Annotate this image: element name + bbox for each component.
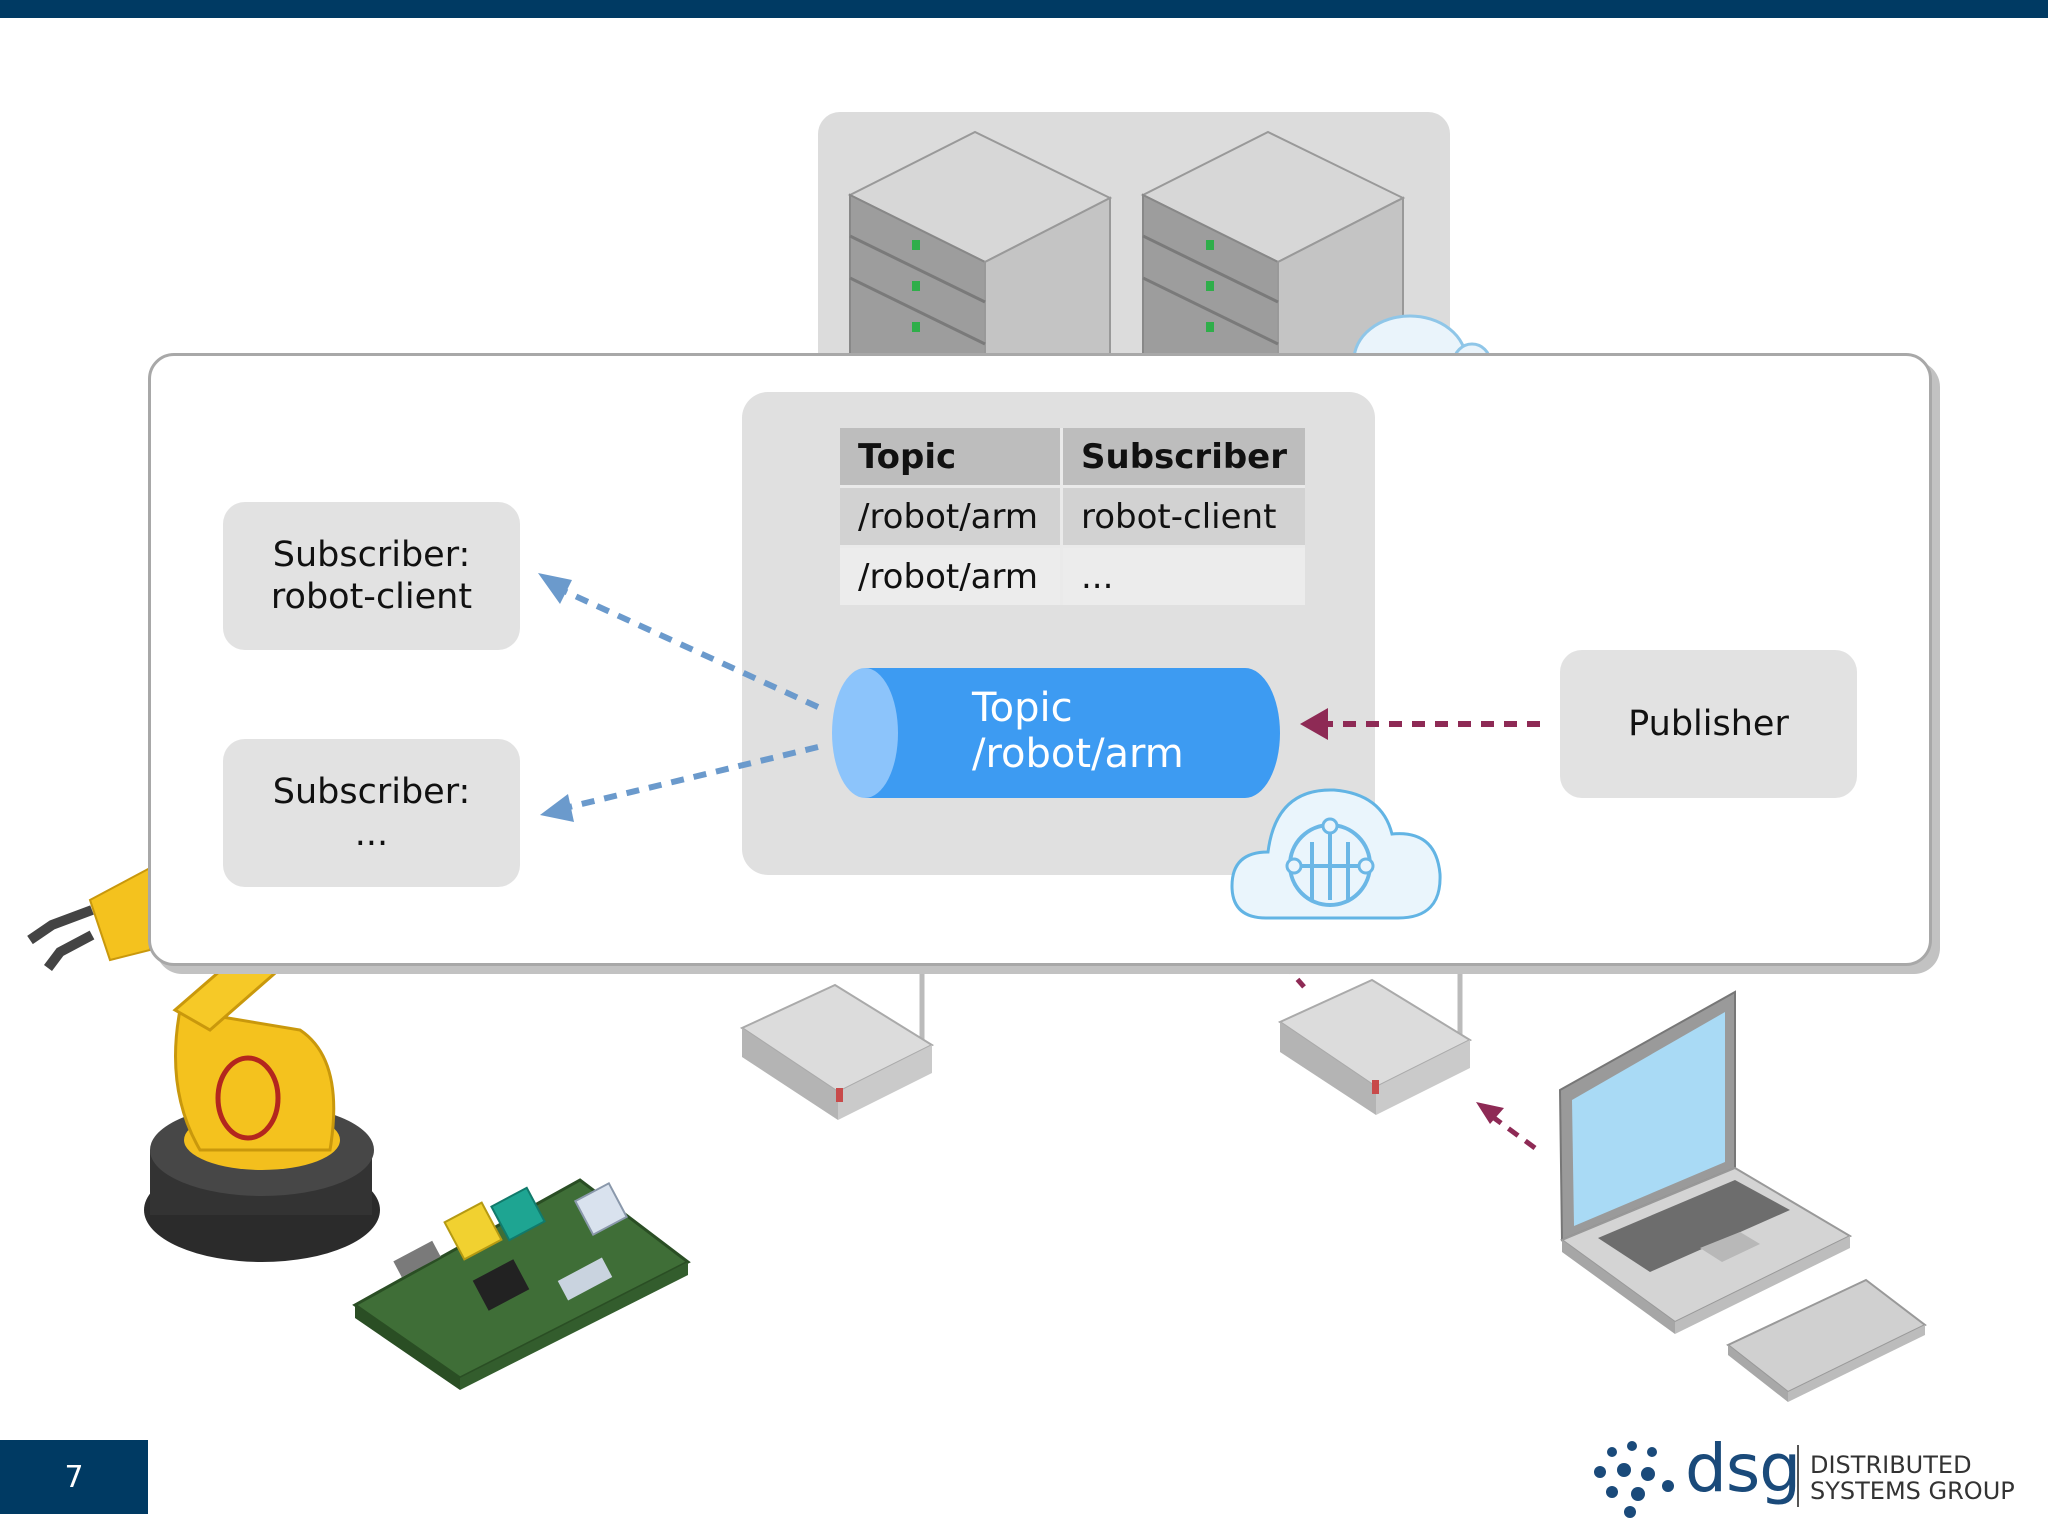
table-header-row: Topic Subscriber (840, 428, 1306, 487)
circuit-board-icon (352, 1178, 691, 1390)
logo-subtitle: DISTRIBUTED SYSTEMS GROUP (1810, 1452, 2015, 1504)
arrow-head (1300, 708, 1328, 740)
laptop-arrow-line (1488, 1112, 1537, 1151)
topic-queue-cylinder (832, 668, 1280, 798)
page-number: 7 (0, 1440, 148, 1514)
topic-label-line: Topic (972, 685, 1073, 731)
arrow-head (540, 794, 574, 822)
table-cell: /robot/arm (840, 545, 1063, 605)
router-icon (739, 960, 935, 1120)
publisher-node: Publisher (1560, 650, 1857, 798)
table-cell: /robot/arm (840, 485, 1063, 547)
topic-label-line: /robot/arm (972, 731, 1184, 777)
device-icon (1726, 1278, 1927, 1402)
table-cell: ... (1061, 545, 1306, 605)
logo-mark: dsg (1685, 1430, 1801, 1507)
table-row: /robot/arm ... (840, 545, 1306, 605)
arrow-head (538, 573, 572, 604)
node-label: Publisher (1628, 704, 1789, 744)
routing-table: Topic Subscriber /robot/arm robot-client… (840, 428, 1306, 605)
router-icon (1277, 960, 1473, 1115)
laptop-icon (1558, 990, 1853, 1334)
subscriber-arrow-line (564, 744, 819, 811)
robot-arm-icon (27, 866, 380, 1262)
table-header-topic: Topic (840, 428, 1063, 487)
table-header-subscriber: Subscriber (1061, 428, 1306, 487)
logo-subtitle-line: DISTRIBUTED (1810, 1451, 1972, 1479)
header-bar (0, 0, 2048, 18)
arrow-head (1476, 1102, 1504, 1124)
node-label: Subscriber: (272, 535, 471, 575)
logo-divider (1797, 1445, 1799, 1507)
node-label: robot-client (270, 577, 473, 617)
server-icon (847, 130, 1113, 356)
subscriber-other-node: Subscriber: ... (223, 739, 520, 887)
server-icon (1140, 130, 1406, 356)
subscriber-arrow-line (560, 587, 820, 710)
logo-subtitle-line: SYSTEMS GROUP (1810, 1477, 2015, 1505)
node-label: Subscriber: (272, 772, 471, 812)
table-cell: robot-client (1061, 485, 1306, 547)
topic-label: Topic /robot/arm (972, 685, 1184, 777)
cloud-ai-icon (1230, 788, 1442, 920)
dsg-logo-icon (1594, 1441, 1674, 1518)
table-row: /robot/arm robot-client (840, 485, 1306, 547)
subscriber-robot-client-node: Subscriber: robot-client (223, 502, 520, 650)
node-label: ... (354, 814, 389, 854)
